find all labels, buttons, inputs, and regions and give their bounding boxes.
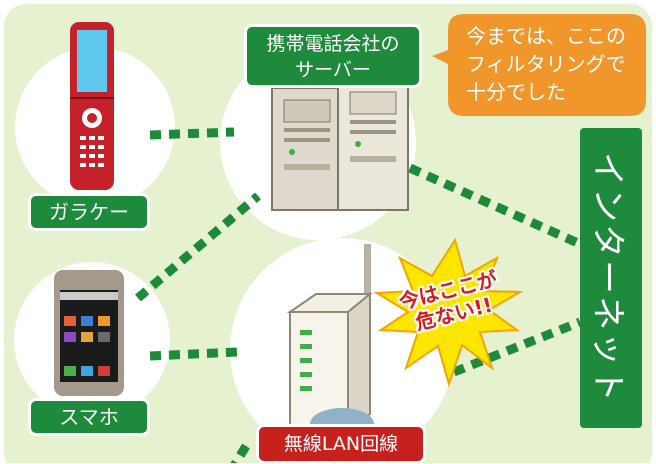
label-carrier-server: 携帯電話会社の サーバー bbox=[244, 24, 422, 88]
smartphone-icon bbox=[54, 270, 124, 396]
label-internet-text: インターネット bbox=[587, 152, 628, 404]
flip-phone-icon bbox=[70, 22, 114, 190]
label-carrier-server-line1: 携帯電話会社の bbox=[266, 33, 400, 55]
label-internet: インターネット bbox=[580, 128, 642, 428]
link-garakei-server bbox=[149, 127, 235, 140]
callout-bubble bbox=[432, 14, 646, 116]
label-carrier-server-line2: サーバー bbox=[295, 59, 371, 81]
link-smartphone-server bbox=[135, 192, 261, 302]
starburst-icon bbox=[373, 237, 524, 388]
label-wireless-lan: 無線LAN回線 bbox=[256, 424, 426, 464]
label-garakei: ガラケー bbox=[28, 193, 150, 231]
link-router-internet bbox=[452, 317, 582, 377]
link-smartphone-router bbox=[149, 347, 239, 361]
label-smartphone: スマホ bbox=[28, 398, 150, 436]
callout-text: 今までは、ここの フィルタリングで 十分でした bbox=[454, 16, 634, 114]
callout-line1: 今までは、ここの bbox=[466, 24, 626, 48]
link-server-internet bbox=[408, 163, 582, 249]
callout-line3: 十分でした bbox=[466, 80, 566, 104]
server-rack-icon bbox=[271, 79, 409, 211]
callout-line2: フィルタリングで bbox=[466, 52, 626, 76]
